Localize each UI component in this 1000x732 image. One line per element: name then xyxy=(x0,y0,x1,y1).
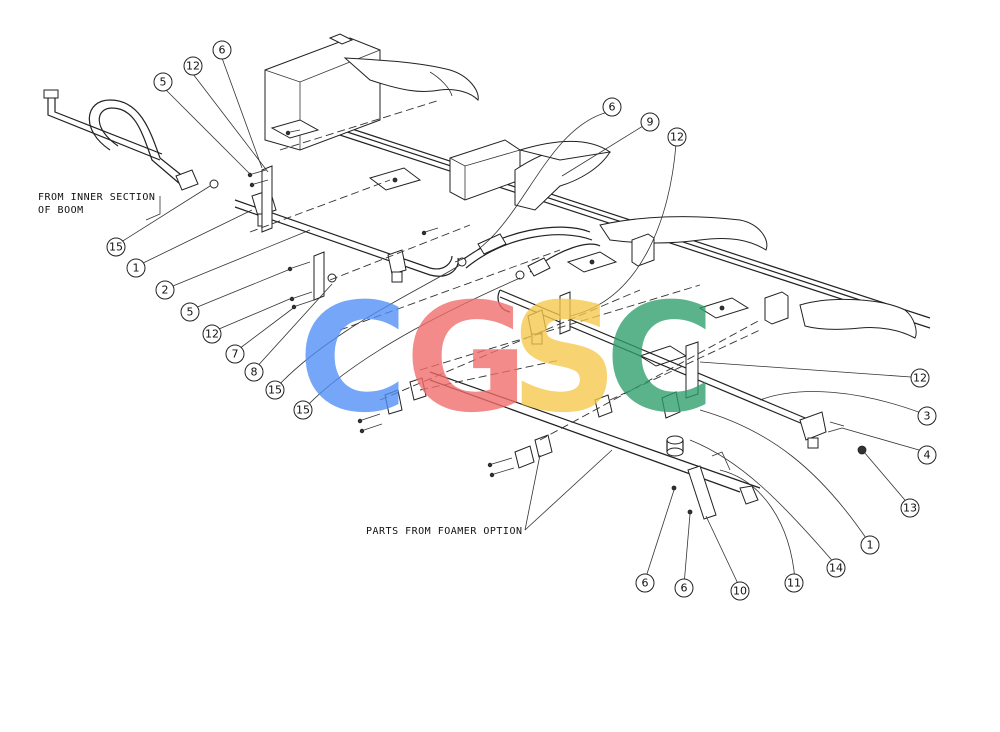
svg-text:7: 7 xyxy=(232,348,239,361)
callout: 9 xyxy=(640,112,660,132)
callout: 1 xyxy=(860,535,880,555)
callout: 12 xyxy=(202,324,222,344)
callout: 4 xyxy=(917,445,937,465)
svg-text:6: 6 xyxy=(681,582,688,595)
callout: 15 xyxy=(265,380,285,400)
callout: 12 xyxy=(910,368,930,388)
fasteners xyxy=(247,129,845,515)
svg-text:13: 13 xyxy=(903,502,917,515)
svg-text:1: 1 xyxy=(867,539,874,552)
callout: 3 xyxy=(917,406,937,426)
svg-text:9: 9 xyxy=(647,116,654,129)
svg-text:6: 6 xyxy=(642,577,649,590)
callout: 1 xyxy=(126,258,146,278)
callout: 12 xyxy=(667,127,687,147)
from-inner-label-line2: OF BOOM xyxy=(38,205,84,216)
callout: 8 xyxy=(244,362,264,382)
svg-text:12: 12 xyxy=(186,60,200,73)
callout: 11 xyxy=(784,573,804,593)
svg-text:10: 10 xyxy=(733,585,747,598)
svg-text:6: 6 xyxy=(609,101,616,114)
svg-text:12: 12 xyxy=(205,328,219,341)
watermark-letter: G xyxy=(405,272,528,446)
svg-text:4: 4 xyxy=(924,449,931,462)
svg-text:3: 3 xyxy=(924,410,931,423)
callout: 15 xyxy=(293,400,313,420)
from-inner-label-line1: FROM INNER SECTION xyxy=(38,192,155,203)
svg-text:6: 6 xyxy=(219,44,226,57)
svg-text:15: 15 xyxy=(268,384,282,397)
callouts: 6 12 5 6 9 12 15 1 2 5 12 7 8 15 15 12 3… xyxy=(106,40,937,601)
svg-text:12: 12 xyxy=(913,372,927,385)
annotations: FROM INNER SECTION OF BOOM PARTS FROM FO… xyxy=(38,192,523,537)
watermark-letter: C xyxy=(298,272,408,446)
callout: 14 xyxy=(826,558,846,578)
callout: 7 xyxy=(225,344,245,364)
callout: 12 xyxy=(183,56,203,76)
svg-text:12: 12 xyxy=(670,131,684,144)
svg-text:15: 15 xyxy=(109,241,123,254)
svg-text:15: 15 xyxy=(296,404,310,417)
callout: 5 xyxy=(153,72,173,92)
callout: 6 xyxy=(635,573,655,593)
foamer-rail xyxy=(384,371,761,520)
boom-frame xyxy=(264,33,931,367)
watermark: C G S C xyxy=(298,272,715,446)
watermark-letter: C xyxy=(605,272,715,446)
watermark-letter: S xyxy=(510,272,618,446)
svg-text:5: 5 xyxy=(187,306,194,319)
callout: 13 xyxy=(900,498,920,518)
callout: 5 xyxy=(180,302,200,322)
callout: 6 xyxy=(212,40,232,60)
svg-text:5: 5 xyxy=(160,76,167,89)
foamer-label: PARTS FROM FOAMER OPTION xyxy=(366,526,523,537)
callout: 15 xyxy=(106,237,126,257)
assembly-lines xyxy=(249,99,761,441)
svg-text:11: 11 xyxy=(787,577,801,590)
leader-lines xyxy=(117,57,927,589)
svg-text:14: 14 xyxy=(829,562,843,575)
svg-text:1: 1 xyxy=(133,262,140,275)
callout: 10 xyxy=(730,581,750,601)
callout: 6 xyxy=(602,97,622,117)
callout: 2 xyxy=(155,280,175,300)
svg-text:8: 8 xyxy=(251,366,258,379)
svg-text:2: 2 xyxy=(162,284,169,297)
callout: 6 xyxy=(674,578,694,598)
